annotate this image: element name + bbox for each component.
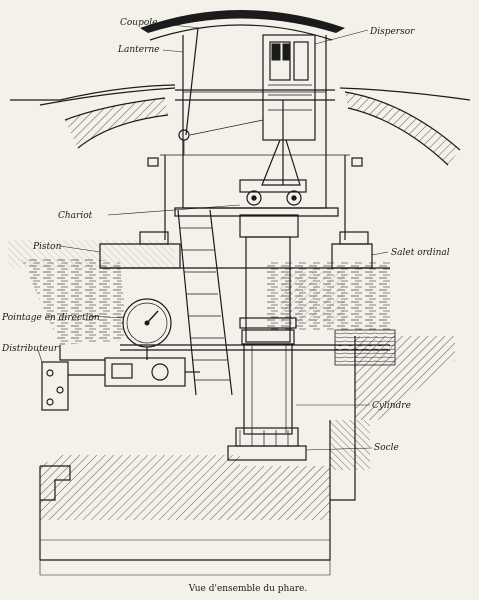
label-cylinder: Cylindre <box>372 401 411 411</box>
earthwork <box>8 240 390 345</box>
leader-lines <box>37 23 389 451</box>
label-seal: Salet ordinal <box>391 248 450 258</box>
dispersor-optic <box>178 27 316 186</box>
access-ladder <box>177 209 233 396</box>
chariot-trolley <box>239 179 307 206</box>
label-distributor: Distributeur <box>1 344 59 354</box>
distributor-valve <box>41 345 200 411</box>
label-coupole: Coupole <box>120 18 158 28</box>
label-gauge: Pointage en direction <box>1 313 100 323</box>
label-piston: Piston <box>32 242 62 252</box>
lantern-housing <box>147 35 363 240</box>
seal-platform <box>99 231 396 366</box>
pressure-gauge <box>122 298 172 360</box>
cupola <box>140 10 345 41</box>
label-lanterne: Lanterne <box>117 45 160 55</box>
piston-column <box>227 214 307 461</box>
label-dispersor: Dispersor <box>369 27 415 37</box>
label-chariot: Chariot <box>58 211 93 221</box>
outer-masonry <box>39 336 455 576</box>
figure-caption: Vue d'ensemble du phare. <box>188 584 308 594</box>
label-base: Socle <box>374 443 399 453</box>
vaulted-arches <box>10 84 471 166</box>
